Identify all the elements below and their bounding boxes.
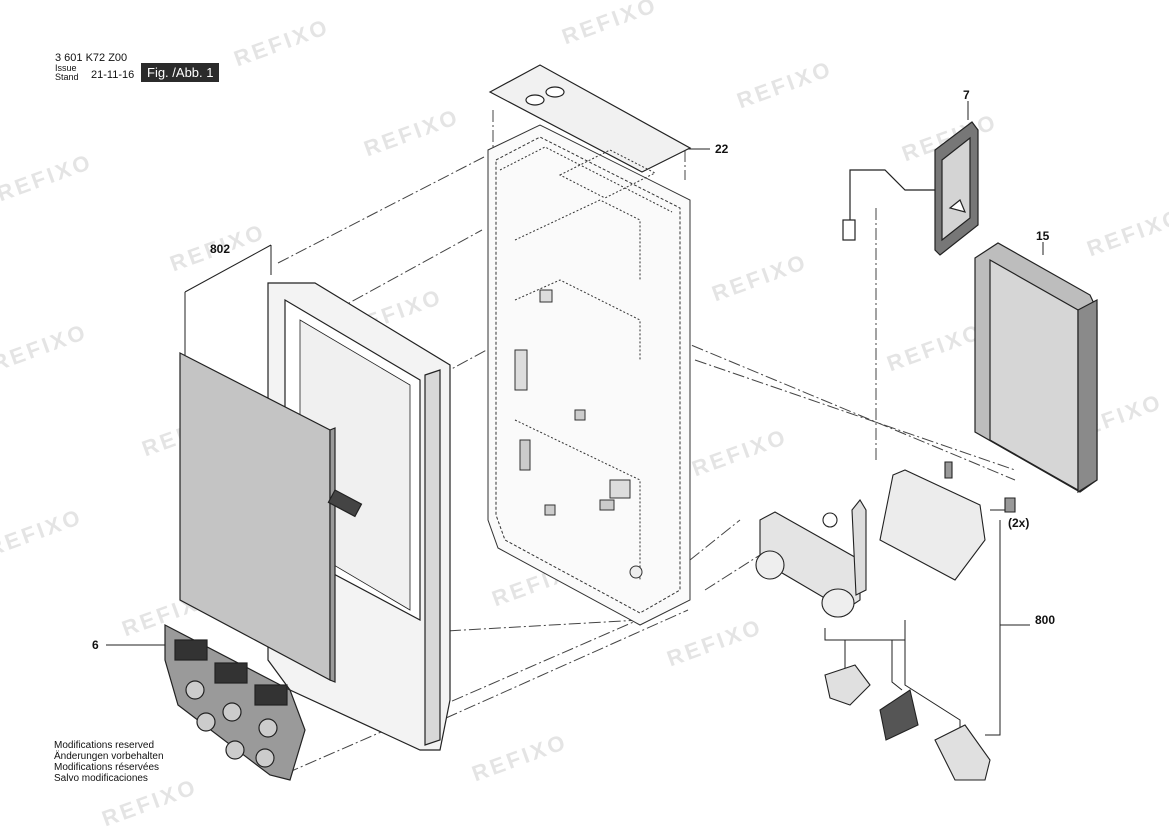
part-keypad bbox=[164, 624, 306, 781]
assembly-lines bbox=[277, 110, 1016, 774]
part-cover-plate bbox=[488, 64, 692, 173]
bracket-800 bbox=[824, 620, 961, 735]
note-line: Salvo modificaciones bbox=[54, 773, 148, 784]
modifications-notes: Modifications reserved Änderungen vorbeh… bbox=[54, 740, 164, 784]
note-line: Modifications reserved bbox=[54, 740, 155, 751]
callout-802: 802 bbox=[210, 242, 231, 256]
callout-6: 6 bbox=[92, 638, 99, 652]
part-battery-pack bbox=[974, 242, 1098, 494]
callout-leader-800 bbox=[985, 520, 1030, 736]
figure-badge: Fig. /Abb. 1 bbox=[141, 63, 220, 82]
part-code: 3 601 K72 Z00 bbox=[55, 52, 128, 64]
note-line: Modifications réservées bbox=[54, 762, 160, 773]
callout-7: 7 bbox=[963, 88, 970, 102]
stand-label: Stand bbox=[55, 72, 79, 82]
part-latch-assembly bbox=[755, 461, 1016, 781]
callout-800: 800 bbox=[1035, 613, 1056, 627]
part-flex-board bbox=[842, 121, 979, 256]
issue-date: 21-11-16 bbox=[91, 69, 135, 81]
callout-22: 22 bbox=[715, 142, 729, 156]
callout-15: 15 bbox=[1036, 229, 1050, 243]
callout-leader-802 bbox=[184, 244, 272, 365]
issue-stand-label: Issue Stand bbox=[55, 64, 79, 82]
part-front-frame bbox=[179, 282, 451, 751]
callout-quantity: (2x) bbox=[1008, 516, 1030, 530]
note-line: Änderungen vorbehalten bbox=[54, 751, 164, 762]
part-housing bbox=[487, 124, 691, 626]
issue-label: Issue bbox=[55, 63, 77, 73]
